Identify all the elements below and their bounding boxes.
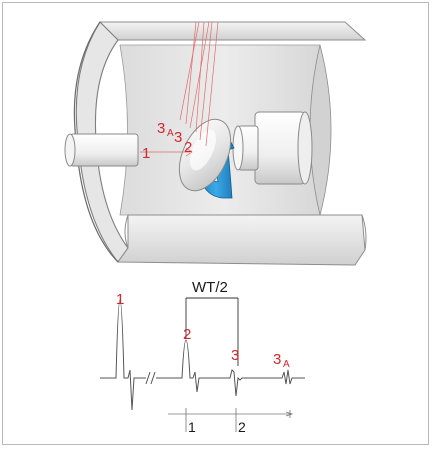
beam-label-3: 3: [174, 129, 182, 146]
beam-label-3a-subscript: A: [167, 128, 174, 139]
axis-label-1: 1: [188, 419, 196, 435]
beam-label-1: 1: [142, 145, 150, 162]
probe-left-shaft: [64, 133, 139, 167]
waveform: [100, 299, 305, 411]
wt-half-bracket: [185, 297, 239, 366]
rotating-mirror: [178, 118, 232, 192]
peak-label-1: 1: [116, 291, 124, 308]
beam-label-3a: 3: [157, 120, 165, 137]
time-axis: [168, 408, 294, 432]
peak-label-2: 2: [183, 326, 191, 343]
pipe-top-wall: [99, 21, 367, 41]
peak-label-3: 3: [231, 347, 239, 364]
waveform-trace: [100, 299, 146, 411]
axis-label-2: 2: [238, 419, 246, 435]
beam-label-2: 2: [184, 139, 192, 156]
peak-label-3a-subscript: A: [283, 359, 290, 370]
peak-label-3a: 3: [273, 351, 281, 368]
pipe-bottom-wall: [117, 214, 366, 266]
interval-label: WT/2: [192, 279, 228, 296]
probe-right-motor: [232, 111, 313, 185]
ultrasonic-beams: [140, 21, 219, 157]
